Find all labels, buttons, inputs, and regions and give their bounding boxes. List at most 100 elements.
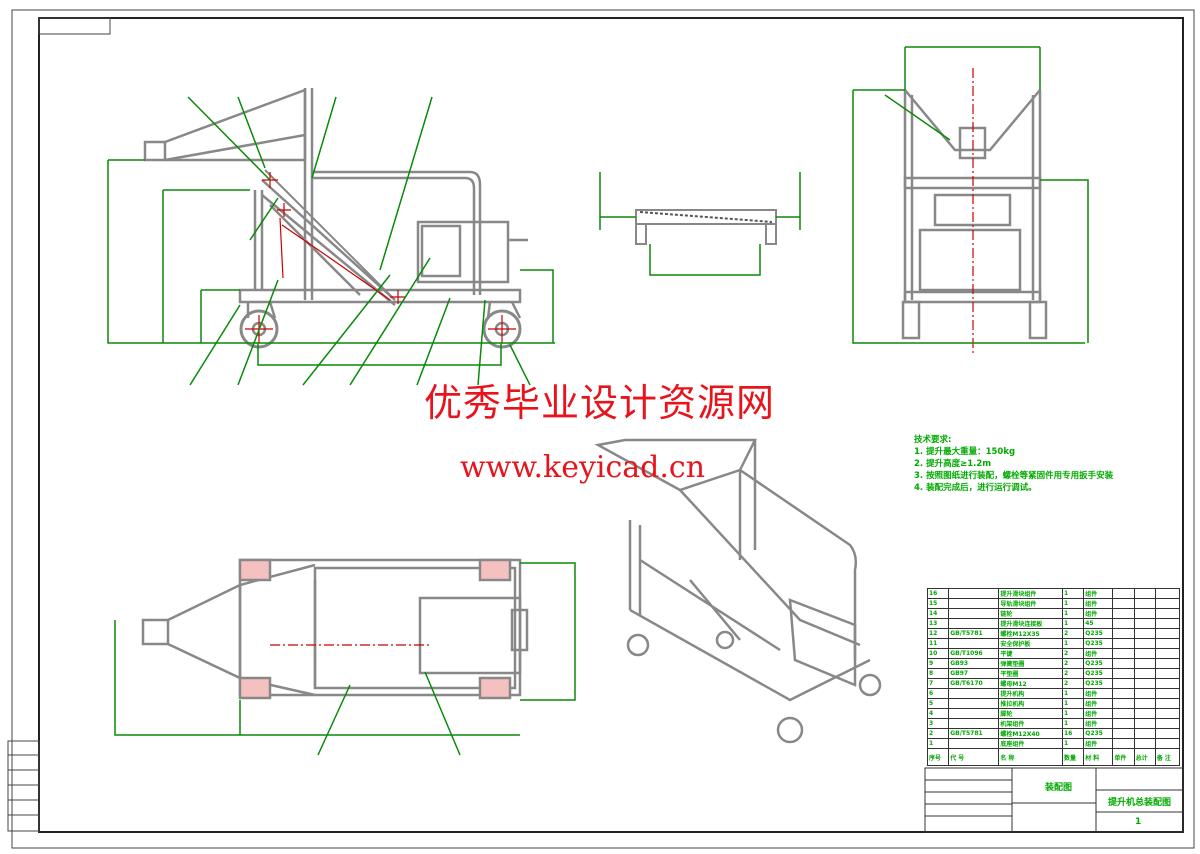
- parts-list-cell: [1154, 718, 1181, 729]
- parts-list-header-cell: 材 料: [1083, 748, 1114, 766]
- parts-list-cell: Q235: [1083, 668, 1114, 679]
- parts-list-cell: [1154, 728, 1181, 739]
- parts-list-cell: GB/T5781: [948, 628, 1000, 639]
- parts-list-cell: 1: [926, 738, 950, 749]
- parts-list-cell: [1112, 628, 1135, 639]
- parts-list-cell: [1112, 638, 1135, 649]
- parts-list-cell: [1133, 648, 1156, 659]
- parts-list-cell: 1: [1061, 718, 1085, 729]
- top-view-dimensions: [114, 562, 576, 756]
- parts-list-cell: [1154, 598, 1181, 609]
- parts-list-cell: [1133, 718, 1156, 729]
- title-drawing-type: 装配图: [1045, 783, 1073, 793]
- parts-list-cell: 6: [926, 688, 950, 699]
- parts-list-cell: [1133, 588, 1156, 599]
- parts-list-cell: [948, 698, 1000, 709]
- parts-list-cell: GB/T5781: [948, 728, 1000, 739]
- parts-list-header-cell: 代 号: [948, 748, 1000, 766]
- parts-list-cell: [948, 618, 1000, 629]
- parts-list-cell: [948, 638, 1000, 649]
- parts-list-cell: [1133, 728, 1156, 739]
- parts-list-cell: Q235: [1083, 638, 1114, 649]
- technical-requirements: 技术要求: 1. 提升最大重量：150kg 2. 提升高度≥1.2m 3. 按照…: [914, 434, 1113, 494]
- parts-list-cell: GB/T6170: [948, 678, 1000, 689]
- parts-list-cell: GB/T1096: [948, 648, 1000, 659]
- parts-list-cell: [1133, 698, 1156, 709]
- parts-list-cell: [1133, 618, 1156, 629]
- parts-list-cell: [1112, 658, 1135, 669]
- parts-list-cell: [948, 598, 1000, 609]
- parts-list-cell: 推拉机构: [998, 698, 1063, 709]
- parts-list-cell: 螺栓M12X35: [998, 628, 1063, 639]
- parts-list-cell: 1: [1061, 618, 1085, 629]
- parts-list-cell: 9: [926, 658, 950, 669]
- parts-list-cell: 1: [1061, 688, 1085, 699]
- section-view-dimensions: [599, 172, 801, 276]
- parts-list-cell: 45: [1083, 618, 1114, 629]
- parts-list-cell: 2: [1061, 678, 1085, 689]
- parts-list-cell: 1: [1061, 588, 1085, 599]
- parts-list-cell: [1133, 598, 1156, 609]
- parts-list-cell: [948, 688, 1000, 699]
- parts-list-cell: 组件: [1083, 718, 1114, 729]
- parts-list-cell: 平垫圈: [998, 668, 1063, 679]
- parts-list-cell: [948, 608, 1000, 619]
- parts-list-cell: 7: [926, 678, 950, 689]
- parts-list-header-cell: 序号: [926, 748, 950, 766]
- tech-item: 4. 装配完成后，进行运行调试。: [914, 483, 1037, 493]
- parts-list-cell: [1112, 608, 1135, 619]
- parts-list-cell: [948, 718, 1000, 729]
- parts-list-cell: [1112, 648, 1135, 659]
- parts-list-cell: 4: [926, 708, 950, 719]
- parts-list-cell: 13: [926, 618, 950, 629]
- parts-list-cell: [1112, 588, 1135, 599]
- parts-list-cell: [948, 708, 1000, 719]
- parts-list-cell: [1133, 688, 1156, 699]
- parts-list-cell: 螺栓M12X40: [998, 728, 1063, 739]
- parts-list-cell: [1154, 698, 1181, 709]
- parts-list-cell: [1154, 668, 1181, 679]
- parts-list-cell: 14: [926, 608, 950, 619]
- parts-list-cell: [1112, 708, 1135, 719]
- parts-list-cell: [1133, 658, 1156, 669]
- left-stamp-block: [7, 740, 40, 832]
- parts-list-cell: 15: [926, 598, 950, 609]
- parts-list-cell: [1154, 608, 1181, 619]
- parts-list-cell: 组件: [1083, 588, 1114, 599]
- parts-list-cell: 组件: [1083, 598, 1114, 609]
- parts-list-cell: 8: [926, 668, 950, 679]
- parts-list-cell: [1133, 668, 1156, 679]
- parts-list-cell: [1112, 718, 1135, 729]
- front-view-dimensions: [852, 46, 1089, 344]
- parts-list-cell: [1154, 708, 1181, 719]
- parts-list-cell: 安全保护板: [998, 638, 1063, 649]
- parts-list-cell: 2: [926, 728, 950, 739]
- parts-list-cell: 1: [1061, 738, 1085, 749]
- parts-list-cell: [1133, 738, 1156, 749]
- parts-list-header-cell: 名 称: [998, 748, 1063, 766]
- parts-list-header-cell: 数量: [1061, 748, 1085, 766]
- parts-list-cell: [1154, 738, 1181, 749]
- parts-list-cell: [948, 738, 1000, 749]
- side-view-dimensions: [107, 96, 555, 386]
- parts-list-cell: Q235: [1083, 728, 1114, 739]
- parts-list-cell: 提升滑块连接板: [998, 618, 1063, 629]
- parts-list-cell: 螺母M12: [998, 678, 1063, 689]
- parts-list-cell: 组件: [1083, 608, 1114, 619]
- parts-list-cell: [1154, 658, 1181, 669]
- parts-list-cell: [1154, 638, 1181, 649]
- parts-list-cell: [1154, 588, 1181, 599]
- watermark-url: www.keyicad.cn: [460, 450, 706, 485]
- parts-list-cell: 组件: [1083, 648, 1114, 659]
- parts-list-cell: [1112, 688, 1135, 699]
